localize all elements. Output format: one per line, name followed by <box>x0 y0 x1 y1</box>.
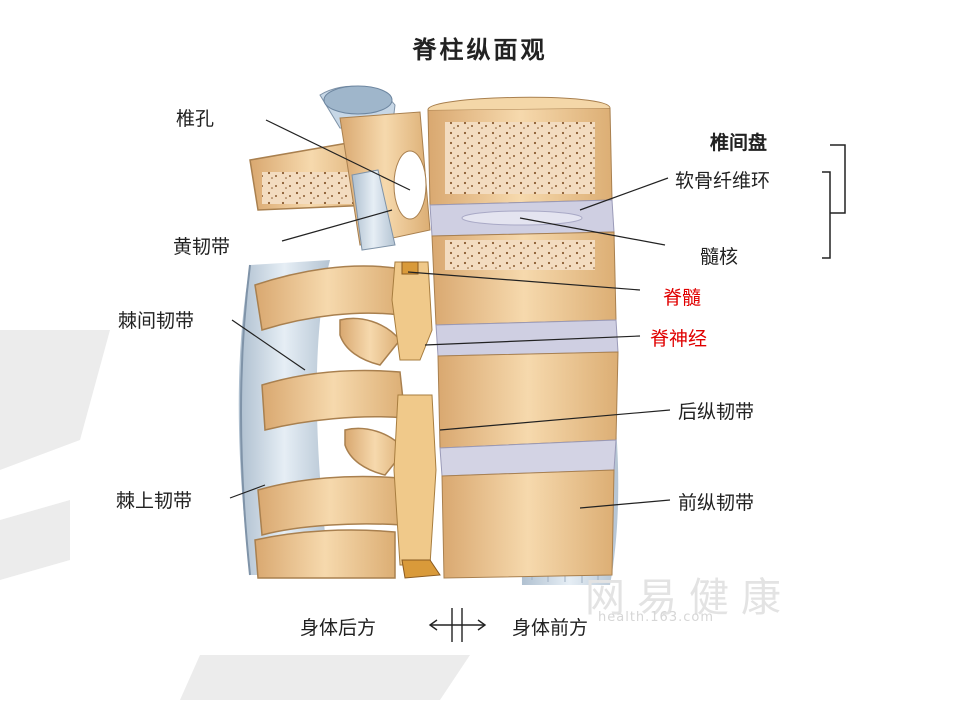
leader-lines <box>229 119 671 509</box>
label-annulus-fibrosus: 软骨纤维环 <box>675 170 771 192</box>
spinous-processes <box>249 139 406 579</box>
spinal-cord <box>391 261 441 579</box>
label-nucleus-pulposus: 髓核 <box>700 246 739 268</box>
orientation-arrow <box>428 608 487 642</box>
label-anterior-longitudinal-ligament: 前纵韧带 <box>678 492 755 514</box>
label-body-anterior: 身体前方 <box>512 617 589 639</box>
background-watermark-shapes <box>0 330 470 700</box>
label-ligamentum-flavum: 黄韧带 <box>173 236 231 258</box>
label-spinal-cord: 脊髓 <box>663 287 702 309</box>
watermark-url: health.163.com <box>598 610 714 625</box>
label-intervertebral-disc: 椎间盘 <box>710 132 768 154</box>
label-interspinous-ligament: 棘间韧带 <box>118 310 195 332</box>
label-spinal-nerve: 脊神经 <box>650 328 708 350</box>
disc-bracket <box>822 144 846 259</box>
watermark-text: 网易健康 <box>585 575 793 621</box>
vertebral-bodies <box>427 96 619 579</box>
label-vertebral-foramen: 椎孔 <box>176 108 215 130</box>
diagram-title: 脊柱纵面观 <box>412 36 548 64</box>
label-posterior-longitudinal-ligament: 后纵韧带 <box>678 401 755 423</box>
label-body-posterior: 身体后方 <box>300 617 377 639</box>
label-supraspinous-ligament: 棘上韧带 <box>116 490 193 512</box>
